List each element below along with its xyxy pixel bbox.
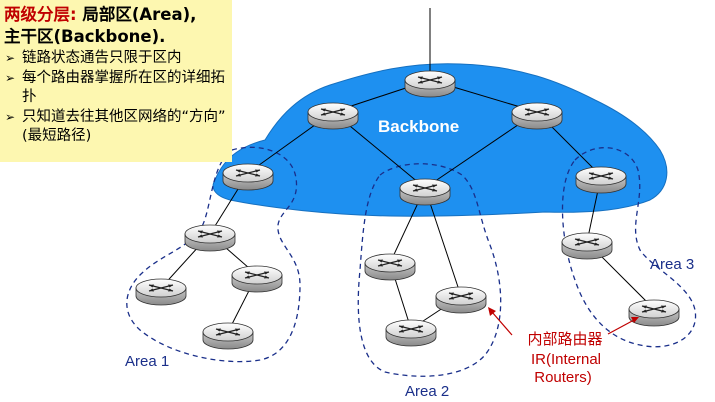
area-2-outline	[357, 163, 502, 377]
bullet-arrow-icon: ➢	[5, 51, 16, 65]
note-bullet-text: 每个路由器掌握所在区的详细拓扑	[22, 69, 225, 106]
internal-router-label-en-1: IR(Internal	[531, 351, 601, 368]
explanation-note: 两级分层: 局部区(Area), 主干区(Backbone). ➢ 链路状态通告只…	[0, 0, 232, 162]
internal-router-label-en-2: Routers)	[534, 369, 592, 386]
router-icon	[404, 70, 456, 98]
area-3-outline	[561, 147, 697, 348]
area-1-label: Area 1	[125, 353, 169, 370]
router-icon	[307, 102, 359, 130]
area-3-label: Area 3	[650, 256, 694, 273]
note-bullet-text: 链路状态通告只限于区内	[22, 50, 182, 66]
router-icon	[184, 224, 236, 252]
router-icon	[385, 319, 437, 347]
router-icon	[135, 278, 187, 306]
router-icon	[231, 265, 283, 293]
note-title-line2: 主干区(Backbone).	[4, 27, 166, 46]
router-icon	[399, 178, 451, 206]
note-bullet: ➢ 链路状态通告只限于区内	[4, 49, 228, 69]
note-bullet: ➢ 每个路由器掌握所在区的详细拓扑	[4, 69, 228, 108]
router-icon	[222, 163, 274, 191]
router-icon	[561, 232, 613, 260]
note-bullet-text: 只知道去往其他区网络的“方向” (最短路径)	[22, 108, 226, 145]
note-bullet-list: ➢ 链路状态通告只限于区内 ➢ 每个路由器掌握所在区的详细拓扑 ➢ 只知道去往其他区网…	[4, 49, 228, 147]
router-icon	[435, 286, 487, 314]
backbone-cloud	[212, 63, 668, 217]
router-icon	[511, 102, 563, 130]
internal-router-label-cn: 内部路由器	[527, 331, 602, 348]
note-title-rest: 局部区(Area),	[76, 5, 197, 24]
router-icon	[628, 299, 680, 327]
router-icon	[575, 166, 627, 194]
router-icon	[202, 322, 254, 350]
bullet-arrow-icon: ➢	[5, 109, 16, 124]
note-title: 两级分层: 局部区(Area), 主干区(Backbone).	[4, 4, 228, 48]
internal-router-arrows	[488, 307, 639, 336]
note-title-highlight: 两级分层:	[4, 5, 77, 24]
router-icon	[364, 253, 416, 281]
bullet-arrow-icon: ➢	[5, 70, 16, 85]
backbone-label: Backbone	[378, 117, 459, 136]
area-2-label: Area 2	[405, 383, 449, 400]
note-bullet: ➢ 只知道去往其他区网络的“方向” (最短路径)	[4, 108, 228, 147]
